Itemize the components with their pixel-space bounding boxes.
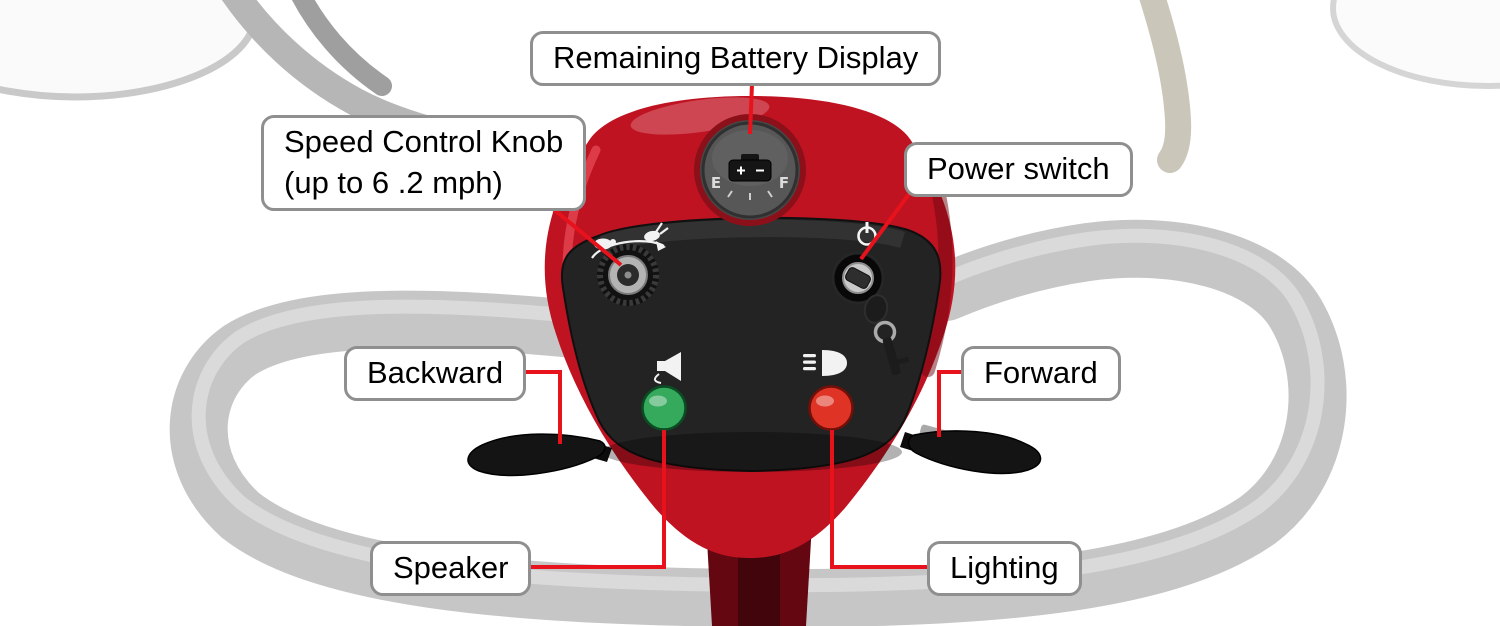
label-speaker: Speaker xyxy=(370,541,532,596)
panel-sheen xyxy=(600,219,905,252)
speaker-button xyxy=(641,385,687,431)
speed-control-knob xyxy=(597,244,659,306)
headlight-icon xyxy=(803,350,847,376)
gauge-empty-label: E xyxy=(711,174,721,192)
right-mirror-stalk xyxy=(1139,0,1192,173)
label-power-switch: Power switch xyxy=(904,142,1133,197)
label-lighting-text: Lighting xyxy=(950,550,1059,585)
label-speed-control-line1: Speed Control Knob xyxy=(284,124,564,159)
battery-plus-mark xyxy=(737,166,745,175)
label-forward-text: Forward xyxy=(984,355,1098,390)
label-speed-control-line2: (up to 6 .2 mph) xyxy=(284,164,503,200)
battery-gauge-icon xyxy=(728,154,772,182)
key-icon xyxy=(863,294,910,376)
forward-lever xyxy=(900,424,1042,475)
left-mirror-stalk-inner xyxy=(291,0,392,96)
label-battery: Remaining Battery Display xyxy=(530,31,942,86)
backward-lever xyxy=(467,433,612,477)
rabbit-icon xyxy=(644,222,669,242)
label-forward: Forward xyxy=(961,346,1121,401)
power-key-switch xyxy=(831,251,885,305)
horn-icon xyxy=(654,352,681,384)
label-speaker-text: Speaker xyxy=(393,550,509,585)
label-power-switch-text: Power switch xyxy=(927,151,1110,186)
gauge-ticks xyxy=(727,190,773,200)
battery-gauge: E F xyxy=(694,114,806,226)
lighting-button xyxy=(808,385,854,431)
label-backward-text: Backward xyxy=(367,355,504,390)
handlebar xyxy=(169,219,1347,626)
handlebar-highlight xyxy=(191,228,1325,593)
label-backward: Backward xyxy=(344,346,527,401)
right-mirror xyxy=(1139,0,1500,173)
gauge-full-label: F xyxy=(779,174,789,192)
panel-bottom-shadow xyxy=(602,432,902,472)
label-battery-text: Remaining Battery Display xyxy=(553,40,919,75)
label-speed-control: Speed Control Knob (up to 6 .2 mph) xyxy=(261,115,587,211)
handlebar-tube xyxy=(169,219,1347,626)
label-lighting: Lighting xyxy=(927,541,1082,596)
